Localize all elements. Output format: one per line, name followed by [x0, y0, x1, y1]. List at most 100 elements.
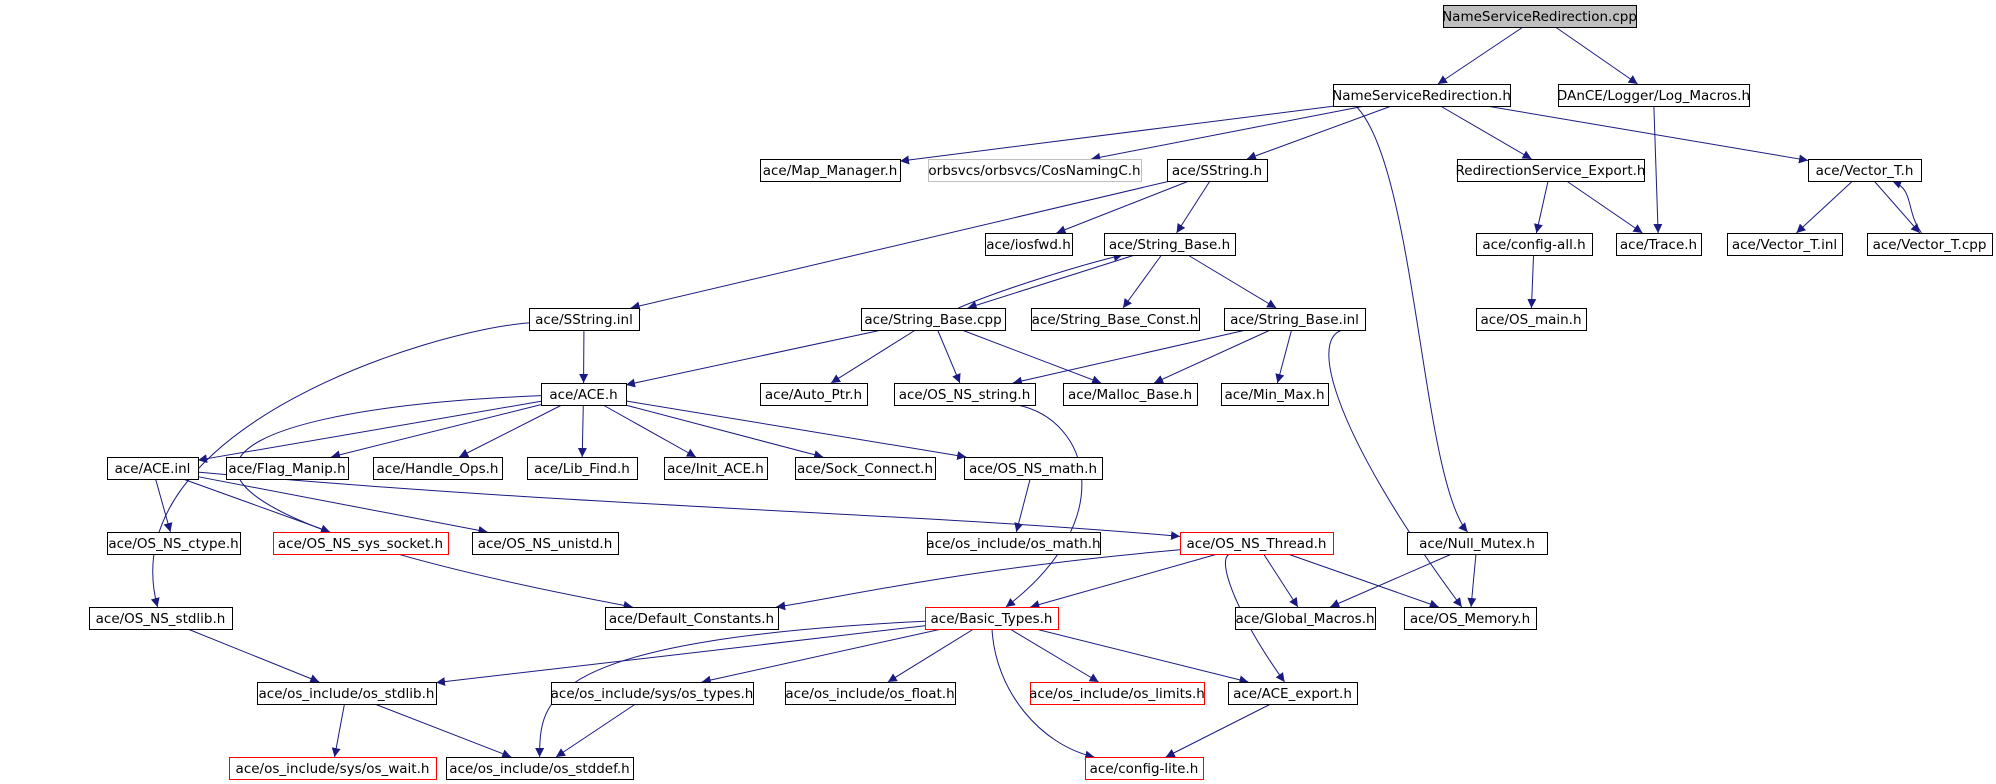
node-minmax[interactable]: ace/Min_Max.h — [1221, 383, 1329, 406]
node-syssock[interactable]: ace/OS_NS_sys_socket.h — [273, 532, 449, 555]
node-cosnam[interactable]: orbsvcs/orbsvcs/CosNamingC.h — [928, 159, 1142, 182]
node-vect-inl[interactable]: ace/Vector_T.inl — [1727, 233, 1843, 256]
node-ace-h[interactable]: ace/ACE.h — [541, 383, 627, 406]
node-flagm[interactable]: ace/Flag_Manip.h — [226, 457, 349, 480]
edge-strb_cpp-to-mallocb — [961, 329, 1102, 385]
node-sstr-inl[interactable]: ace/SString.inl — [529, 308, 640, 331]
node-sstr-h[interactable]: ace/SString.h — [1167, 159, 1268, 182]
node-mallocb[interactable]: ace/Malloc_Base.h — [1063, 383, 1198, 406]
node-label: ace/Null_Mutex.h — [1419, 536, 1535, 552]
node-libfind[interactable]: ace/Lib_Find.h — [527, 457, 638, 480]
edge-ace_h-to-ace_inl — [197, 400, 542, 464]
node-label: ace/os_include/os_stddef.h — [449, 761, 629, 777]
node-mapmgr[interactable]: ace/Map_Manager.h — [760, 159, 901, 182]
node-nsr-h[interactable]: NameServiceRedirection.h — [1332, 84, 1511, 107]
node-cfgall[interactable]: ace/config-all.h — [1476, 233, 1593, 256]
node-vect-cpp[interactable]: ace/Vector_T.cpp — [1867, 233, 1993, 256]
node-rsexp[interactable]: RedirectionService_Export.h — [1456, 159, 1646, 182]
node-box — [925, 607, 1059, 630]
node-osnsstr[interactable]: ace/OS_NS_string.h — [894, 383, 1036, 406]
node-globm[interactable]: ace/Global_Macros.h — [1235, 607, 1376, 630]
edge-thread-to-aceexp — [1225, 553, 1285, 683]
edge-ace_inl-to-unistd — [197, 476, 488, 535]
edge-nsr_h-to-rsexp — [1440, 105, 1532, 160]
edge-nsr_h-to-nullmx — [1332, 94, 1468, 533]
node-label: ace/String_Base.inl — [1230, 312, 1359, 328]
node-box — [664, 457, 768, 480]
node-label: ace/config-lite.h — [1090, 761, 1199, 777]
edge-thread-to-basict — [1030, 553, 1218, 609]
node-basict[interactable]: ace/Basic_Types.h — [925, 607, 1059, 630]
edge-rsexp-to-trace — [1566, 180, 1643, 234]
node-label: ace/Trace.h — [1620, 237, 1697, 253]
edge-aceexp-to-cfglite — [1165, 703, 1271, 758]
node-trace[interactable]: ace/Trace.h — [1616, 233, 1702, 256]
edge-vect_h-to-vect_inl — [1796, 180, 1853, 234]
node-root[interactable]: NameServiceRedirection.cpp — [1442, 5, 1637, 28]
node-box — [1235, 607, 1376, 630]
edge-basict-to-oslimits — [1009, 628, 1099, 683]
node-label: ace/OS_NS_Thread.h — [1187, 536, 1327, 552]
edge-thread-to-globm — [1263, 553, 1299, 608]
edge-ace_h-to-handops — [458, 404, 563, 458]
edge-nullmx-to-globm — [1330, 553, 1452, 608]
node-oslimits[interactable]: ace/os_include/os_limits.h — [1029, 682, 1205, 705]
edge-sstr_h-to-iosfwd — [1056, 180, 1190, 234]
node-ace-inl[interactable]: ace/ACE.inl — [107, 457, 199, 480]
node-logmac[interactable]: DAnCE/Logger/Log_Macros.h — [1557, 84, 1750, 107]
node-syswait[interactable]: ace/os_include/sys/os_wait.h — [229, 757, 437, 780]
edge-ace_h-to-initace — [602, 404, 697, 458]
node-stdlib[interactable]: ace/OS_NS_stdlib.h — [89, 607, 233, 630]
node-autoptr[interactable]: ace/Auto_Ptr.h — [760, 383, 868, 406]
edge-root-to-nsr_h — [1437, 26, 1524, 85]
node-ctype[interactable]: ace/OS_NS_ctype.h — [107, 532, 241, 555]
node-box — [373, 457, 503, 480]
node-sockcon[interactable]: ace/Sock_Connect.h — [795, 457, 936, 480]
node-strb-cpp[interactable]: ace/String_Base.cpp — [861, 308, 1006, 331]
node-handops[interactable]: ace/Handle_Ops.h — [373, 457, 503, 480]
node-box — [89, 607, 233, 630]
node-box — [1404, 607, 1537, 630]
node-strb-h[interactable]: ace/String_Base.h — [1104, 233, 1236, 256]
node-box — [107, 532, 241, 555]
node-osmath[interactable]: ace/os_include/os_math.h — [926, 532, 1101, 555]
edge-osstdlib-to-syswait — [331, 703, 345, 758]
node-osmem[interactable]: ace/OS_Memory.h — [1404, 607, 1537, 630]
node-cfglite[interactable]: ace/config-lite.h — [1085, 757, 1204, 780]
node-thread[interactable]: ace/OS_NS_Thread.h — [1180, 532, 1334, 555]
node-initace[interactable]: ace/Init_ACE.h — [664, 457, 768, 480]
node-label: ace/OS_NS_ctype.h — [108, 536, 238, 552]
node-strb-inl[interactable]: ace/String_Base.inl — [1224, 308, 1366, 331]
node-stddef[interactable]: ace/os_include/os_stddef.h — [446, 757, 634, 780]
node-osmain[interactable]: ace/OS_main.h — [1476, 308, 1587, 331]
node-strb-cst[interactable]: ace/String_Base_Const.h — [1031, 308, 1200, 331]
node-unistd[interactable]: ace/OS_NS_unistd.h — [472, 532, 619, 555]
node-label: orbsvcs/orbsvcs/CosNamingC.h — [928, 163, 1140, 179]
edge-osnsmath-to-osmath — [1014, 478, 1031, 533]
node-box — [760, 383, 868, 406]
edge-strb_cpp-to-autoptr — [830, 329, 916, 384]
node-box — [529, 308, 640, 331]
node-osstdlib[interactable]: ace/os_include/os_stdlib.h — [257, 682, 437, 705]
node-aceexp[interactable]: ace/ACE_export.h — [1228, 682, 1358, 705]
node-iosfwd[interactable]: ace/iosfwd.h — [985, 233, 1073, 256]
node-vect-h[interactable]: ace/Vector_T.h — [1808, 159, 1922, 182]
node-label: RedirectionService_Export.h — [1456, 163, 1646, 179]
node-box — [1180, 532, 1334, 555]
edge-ace_h-to-defcon — [236, 395, 633, 610]
node-osnsmath[interactable]: ace/OS_NS_math.h — [964, 457, 1103, 480]
edge-vect_h-to-vect_cpp — [1873, 180, 1921, 234]
node-label: ace/String_Base.h — [1109, 237, 1230, 253]
node-defcon[interactable]: ace/Default_Constants.h — [605, 607, 779, 630]
node-box — [927, 532, 1101, 555]
edge-basict-to-osstdlib — [435, 625, 926, 687]
node-systypes[interactable]: ace/os_include/sys/os_types.h — [551, 682, 754, 705]
node-label: ace/os_include/sys/os_wait.h — [236, 761, 430, 777]
node-osfloat[interactable]: ace/os_include/os_float.h — [785, 682, 956, 705]
node-box — [1407, 532, 1548, 555]
node-nullmx[interactable]: ace/Null_Mutex.h — [1407, 532, 1548, 555]
node-label: ace/iosfwd.h — [986, 237, 1071, 253]
node-label: ace/Vector_T.h — [1816, 163, 1914, 179]
node-box — [1031, 308, 1200, 331]
